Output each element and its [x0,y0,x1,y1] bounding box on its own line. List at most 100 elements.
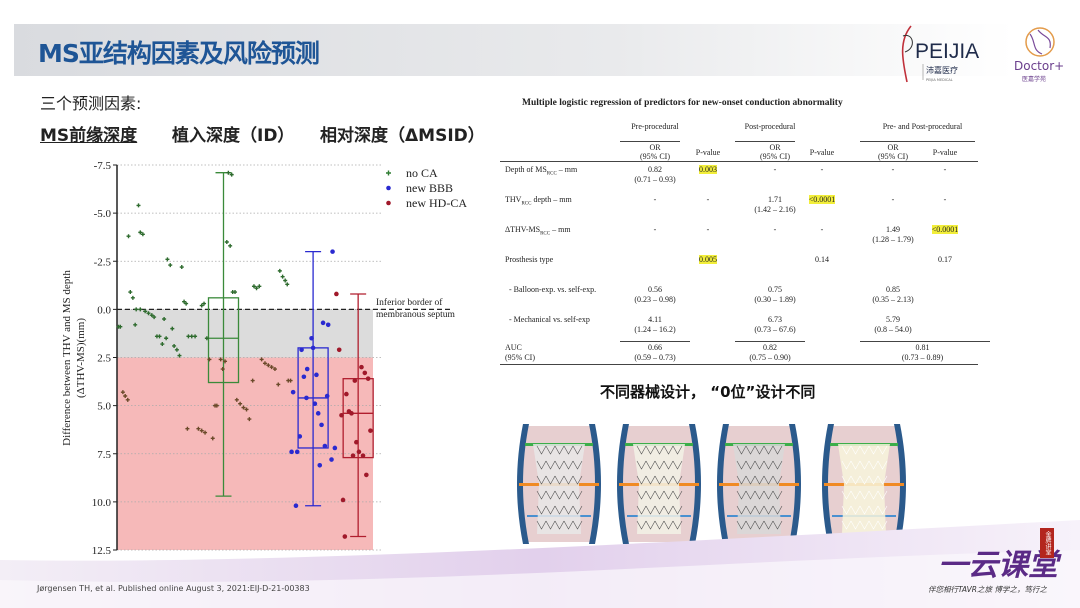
data-point-no-ca [220,367,225,372]
svg-text:Doctor+: Doctor+ [1014,59,1064,73]
shaded-band [117,309,373,358]
or-cell: (0.35 – 2.13) [872,295,914,304]
factor-implant-depth: 植入深度（ID） [172,126,295,146]
y-tick-label: -5.0 [94,208,112,220]
data-point-no-ca [226,170,231,175]
p-value-cell: - [706,225,710,234]
data-point-new-hd-ca [340,497,346,503]
data-point-new-bbb [297,434,303,439]
data-point-new-hd-ca [344,391,349,397]
auc-value: 0.66 [648,343,662,352]
data-point-no-ca [133,322,138,327]
auc-ci-label: (95% CI) [505,353,535,362]
data-point-no-ca [280,274,285,279]
y-tick-label: 5.0 [97,401,111,413]
data-point-no-ca [269,365,274,370]
or-cell: 0.56 [648,285,662,294]
rule [860,141,975,142]
data-point-no-ca [182,299,187,304]
or-header: OR [887,143,899,152]
data-point-no-ca [143,309,148,314]
row-label: Prosthesis type [505,255,554,264]
data-point-no-ca [177,353,182,358]
or-ci-header: (95% CI) [760,152,790,161]
data-point-no-ca [126,234,131,239]
data-point-no-ca [262,361,267,366]
data-point-no-ca [172,343,177,348]
data-point-no-ca [247,417,252,422]
data-point-no-ca [283,278,288,283]
data-point-no-ca [250,378,255,383]
or-cell: (0.8 – 54.0) [874,325,912,334]
p-value-cell: 0.005 [699,255,717,264]
data-point-no-ca [259,357,264,362]
or-cell: 0.75 [768,285,782,294]
data-point-new-bbb [324,393,330,399]
auc-value: 0.82 [763,343,777,352]
data-point-new-hd-ca [352,378,358,383]
data-point-no-ca [170,326,175,331]
stent-mesh [841,445,888,530]
p-value-cell: <0.0001 [931,225,959,234]
data-point-no-ca [204,336,209,341]
or-ci-header: (95% CI) [878,152,908,161]
data-point-no-ca [207,357,212,362]
data-point-no-ca [179,265,184,270]
data-point-no-ca [234,397,239,402]
data-point-new-hd-ca [336,347,342,353]
or-cell: (0.71 – 0.93) [634,175,676,184]
data-point-no-ca [168,263,173,268]
y-axis-label-unit: (ΔTHV-MS)(mm) [75,318,87,398]
legend-marker-dot [386,185,391,191]
data-point-new-hd-ca [368,428,373,433]
data-point-new-bbb [319,422,324,428]
table-title: Multiple logistic regression of predicto… [522,98,843,108]
valve-illustration [617,424,701,544]
data-point-no-ca [118,324,123,329]
rule [620,141,680,142]
valve-illustration [517,424,601,544]
data-point-new-bbb [301,374,307,380]
data-point-no-ca [288,378,293,383]
data-point-new-bbb [315,411,321,416]
p-value-header: P-value [809,148,835,157]
or-cell: 6.73 [768,315,782,324]
data-point-no-ca [272,367,277,372]
data-point-new-hd-ca [360,453,366,458]
data-point-no-ca [202,301,207,306]
p-value-cell: <0.0001 [808,195,836,204]
or-header: OR [769,143,781,152]
data-point-no-ca [162,317,167,321]
data-point-new-hd-ca [349,411,354,416]
data-point-no-ca [138,230,143,235]
page-title: MS亚结构因素及风险预测 [38,39,320,68]
stent-body [633,444,685,534]
p-value-cell: - [943,195,947,204]
p-value-header: P-value [695,148,721,157]
data-point-no-ca [128,290,133,295]
or-cell: (1.42 – 2.16) [754,205,796,214]
intro-text: 三个预测因素: [40,94,142,113]
data-point-no-ca [277,268,282,273]
p-value-cell: - [706,195,710,204]
y-tick-label: 0.0 [97,304,111,316]
y-tick-label: 7.5 [97,449,111,461]
citation: Jørgensen TH, et al. Published online Au… [37,584,310,593]
data-point-no-ca [254,286,259,291]
data-point-new-bbb [293,503,299,509]
svg-text:沛嘉医疗: 沛嘉医疗 [926,65,958,75]
data-point-new-hd-ca [350,453,356,458]
stent-mesh [536,445,583,530]
auc-label: AUC [505,343,522,352]
auc-ci-value: (0.73 – 0.89) [901,353,944,362]
column-group-header: Pre- and Post-procedural [882,122,963,131]
data-point-new-hd-ca [356,449,362,455]
legend-marker-plus [386,170,391,176]
row-label: - Mechanical vs. self-exp [505,315,590,324]
title-band [14,24,1014,76]
data-point-no-ca [223,359,228,364]
data-point-new-bbb [290,389,296,395]
data-point-new-hd-ca [342,534,348,539]
data-point-no-ca [149,313,154,318]
y-axis-label: Difference between THV and MS depth [61,270,73,446]
